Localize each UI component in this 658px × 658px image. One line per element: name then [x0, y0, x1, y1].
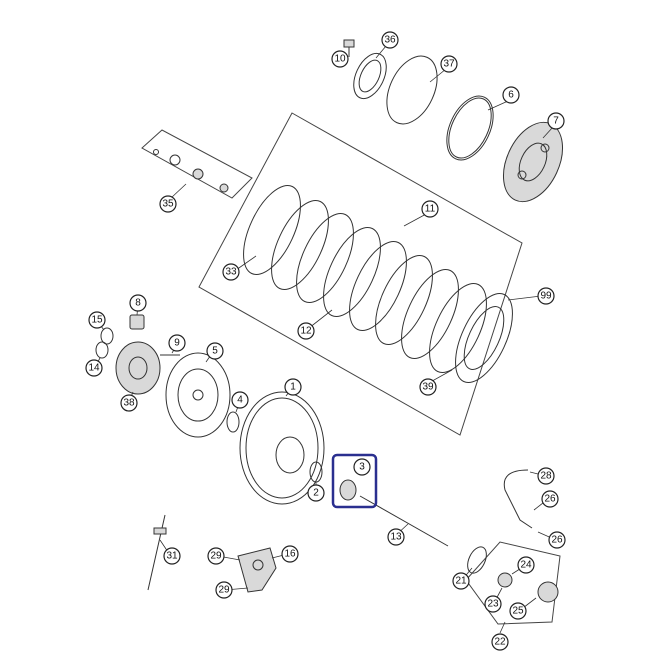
svg-text:7: 7 [553, 116, 559, 127]
piston-23-24-25 [497, 572, 559, 603]
washer-4 [226, 411, 240, 433]
highlight-box [331, 453, 378, 509]
svg-text:35: 35 [162, 199, 174, 210]
callout-1: 1 [284, 378, 302, 396]
pressure-cap-7 [502, 121, 564, 203]
callout-37: 37 [440, 55, 458, 73]
svg-text:26: 26 [544, 494, 556, 505]
svg-text:2: 2 [313, 488, 319, 499]
svg-text:10: 10 [334, 54, 346, 65]
callout-9: 9 [168, 334, 186, 352]
callout-7: 7 [547, 112, 565, 130]
svg-text:39: 39 [422, 382, 434, 393]
svg-text:9: 9 [174, 338, 180, 349]
svg-text:4: 4 [237, 395, 243, 406]
svg-text:11: 11 [425, 204, 436, 215]
inner-hub-38 [115, 341, 161, 395]
callout-23: 23 [484, 595, 502, 613]
callout-33: 33 [222, 263, 240, 281]
callout-13: 13 [387, 528, 405, 546]
callout-14: 14 [85, 359, 103, 377]
svg-text:31: 31 [166, 551, 178, 562]
gasket-21 [467, 546, 487, 574]
callout-36: 36 [381, 31, 399, 49]
callout-31: 31 [163, 547, 181, 565]
callout-5: 5 [206, 342, 224, 360]
tool-31 [147, 514, 167, 591]
cylinder-16 [237, 547, 277, 593]
washer-14 [95, 341, 109, 359]
callout-26-top: 26 [541, 490, 559, 508]
svg-text:36: 36 [384, 35, 396, 46]
callout-4: 4 [231, 391, 249, 409]
svg-text:24: 24 [520, 560, 532, 571]
svg-text:29: 29 [218, 585, 230, 596]
callout-24: 24 [517, 556, 535, 574]
plate-37 [386, 55, 438, 125]
callout-39: 39 [419, 378, 437, 396]
svg-text:16: 16 [284, 549, 296, 560]
svg-text:33: 33 [225, 267, 237, 278]
svg-text:29: 29 [210, 551, 222, 562]
outer-hub-5 [165, 352, 231, 438]
callout-26-bottom: 26 [548, 531, 566, 549]
highlighted-part-3: 3 [331, 453, 378, 509]
callout-6: 6 [502, 86, 520, 104]
callout-25: 25 [509, 602, 527, 620]
svg-text:13: 13 [390, 532, 402, 543]
svg-text:23: 23 [487, 599, 499, 610]
callout-12: 12 [297, 322, 315, 340]
clutch-pack-frame-99 [198, 112, 523, 436]
callout-21: 21 [452, 572, 470, 590]
o-ring-6 [446, 95, 494, 161]
kit-35-frame [141, 129, 253, 199]
callout-22: 22 [491, 633, 509, 651]
spring-8 [129, 314, 145, 330]
svg-text:1: 1 [290, 382, 296, 393]
callout-10: 10 [331, 50, 349, 68]
clutch-basket-1 [239, 391, 325, 505]
svg-text:25: 25 [512, 606, 524, 617]
callout-99: 99 [537, 287, 555, 305]
svg-text:6: 6 [508, 90, 514, 101]
nut-15 [100, 327, 114, 345]
svg-text:3: 3 [359, 462, 365, 473]
clutch-plates-33-11-12-39 [243, 185, 513, 383]
callout-16: 16 [281, 545, 299, 563]
svg-text:99: 99 [540, 291, 552, 302]
callout-2: 2 [307, 484, 325, 502]
callout-15: 15 [88, 311, 106, 329]
callout-8: 8 [129, 294, 147, 312]
callout-29-bottom: 29 [215, 581, 233, 599]
svg-text:8: 8 [135, 298, 141, 309]
callout-35: 35 [159, 195, 177, 213]
svg-text:5: 5 [212, 346, 218, 357]
svg-text:12: 12 [300, 326, 312, 337]
disc-36 [353, 52, 387, 100]
svg-text:21: 21 [455, 576, 467, 587]
svg-text:26: 26 [551, 535, 563, 546]
svg-text:28: 28 [540, 471, 552, 482]
callout-38: 38 [120, 394, 138, 412]
callout-28: 28 [537, 467, 555, 485]
svg-text:38: 38 [123, 398, 135, 409]
svg-text:15: 15 [91, 315, 103, 326]
svg-text:37: 37 [443, 59, 455, 70]
svg-text:14: 14 [88, 363, 100, 374]
hose-28 [503, 469, 533, 529]
callout-11: 11 [421, 200, 439, 218]
callout-29-top: 29 [207, 547, 225, 565]
svg-text:22: 22 [494, 637, 506, 648]
bushing-3 [339, 479, 357, 501]
